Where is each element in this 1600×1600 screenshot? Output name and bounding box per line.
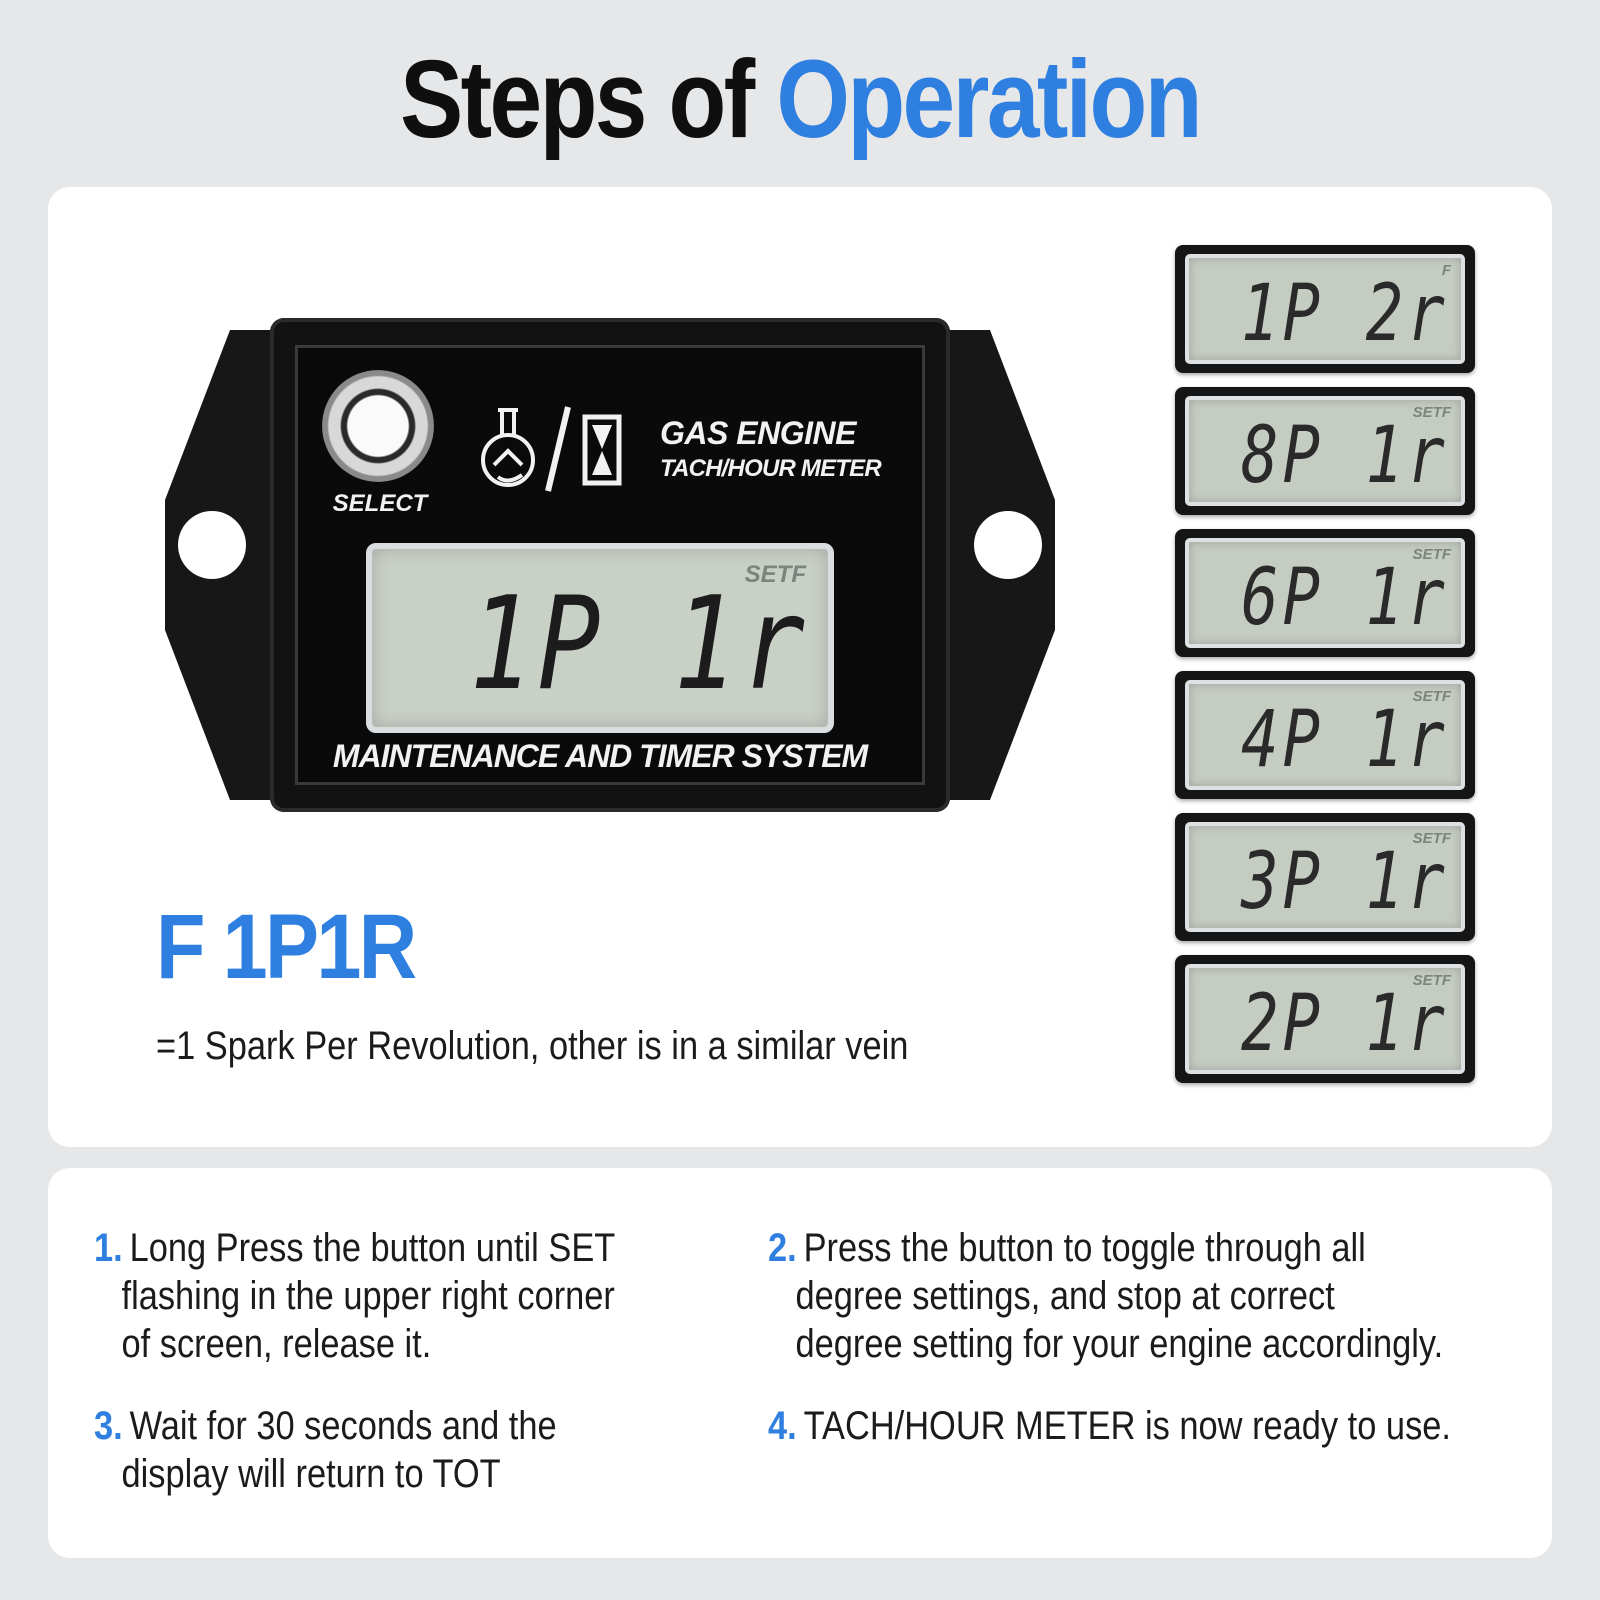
lcd-option-value: 4P 1r [1241, 695, 1449, 785]
select-label: SELECT [332, 490, 428, 517]
lcd-option-tag: SETF [1412, 688, 1451, 705]
device-footer-label: MAINTENANCE AND TIMER SYSTEM [332, 738, 868, 774]
lcd-option-value: 2P 1r [1241, 979, 1449, 1069]
step-number: 4. [768, 1404, 797, 1448]
mode-description: =1 Spark Per Revolution, other is in a s… [156, 1024, 909, 1068]
step-text: degree setting for your engine according… [795, 1322, 1444, 1366]
step-number: 1. [94, 1226, 123, 1270]
title-part-2: Operation [776, 38, 1202, 161]
steps-panel [48, 1168, 1552, 1558]
lcd-option: F 1P 2r [1175, 245, 1475, 373]
lcd-option: SETF 3P 1r [1175, 813, 1475, 941]
step-text: of screen, release it. [121, 1322, 432, 1366]
slash-icon [545, 406, 571, 492]
engine-mode-icons [481, 406, 622, 492]
step-number: 2. [768, 1226, 797, 1270]
step-text: TACH/HOUR METER is now ready to use. [803, 1404, 1451, 1448]
lcd-option-tag: F [1441, 262, 1451, 279]
main-lcd-display: SETF 1P 1r [366, 543, 834, 733]
brand-title: GAS ENGINE [660, 415, 856, 451]
lcd-option-value: 1P 2r [1241, 269, 1449, 359]
lcd-option-tag: SETF [1412, 404, 1451, 421]
lcd-option-tag: SETF [1412, 830, 1451, 847]
brand-subtitle: TACH/HOUR METER [660, 455, 882, 482]
step-1: 1.Long Press the button until SET flashi… [94, 1224, 615, 1368]
step-2: 2.Press the button to toggle through all… [768, 1224, 1443, 1368]
lcd-set-indicator: SETF [744, 561, 806, 588]
step-text: flashing in the upper right corner [121, 1274, 615, 1318]
step-text: Wait for 30 seconds and the [129, 1404, 557, 1448]
spark-plug-icon [481, 408, 535, 487]
lcd-value: 1P 1r [469, 570, 810, 719]
lcd-option-tag: SETF [1412, 972, 1451, 989]
step-text: Long Press the button until SET [129, 1226, 616, 1270]
lcd-option: SETF 8P 1r [1175, 387, 1475, 515]
page-title: Steps of Operation [112, 36, 1488, 163]
lcd-option-value: 3P 1r [1241, 837, 1449, 927]
lcd-option-value: 6P 1r [1241, 553, 1449, 643]
lcd-option-value: 8P 1r [1241, 411, 1449, 501]
select-button[interactable] [322, 370, 434, 482]
step-4: 4.TACH/HOUR METER is now ready to use. [768, 1402, 1451, 1450]
step-number: 3. [94, 1404, 123, 1448]
hourglass-icon [582, 414, 622, 486]
step-text: Press the button to toggle through all [803, 1226, 1366, 1270]
lcd-option-tag: SETF [1412, 546, 1451, 563]
lcd-option: SETF 6P 1r [1175, 529, 1475, 657]
step-3: 3.Wait for 30 seconds and the display wi… [94, 1402, 557, 1498]
step-text: degree settings, and stop at correct [795, 1274, 1335, 1318]
title-part-1: Steps of [400, 38, 777, 161]
step-text: display will return to TOT [121, 1452, 501, 1496]
lcd-option: SETF 2P 1r [1175, 955, 1475, 1083]
lcd-option: SETF 4P 1r [1175, 671, 1475, 799]
mode-heading: F 1P1R [156, 896, 417, 998]
